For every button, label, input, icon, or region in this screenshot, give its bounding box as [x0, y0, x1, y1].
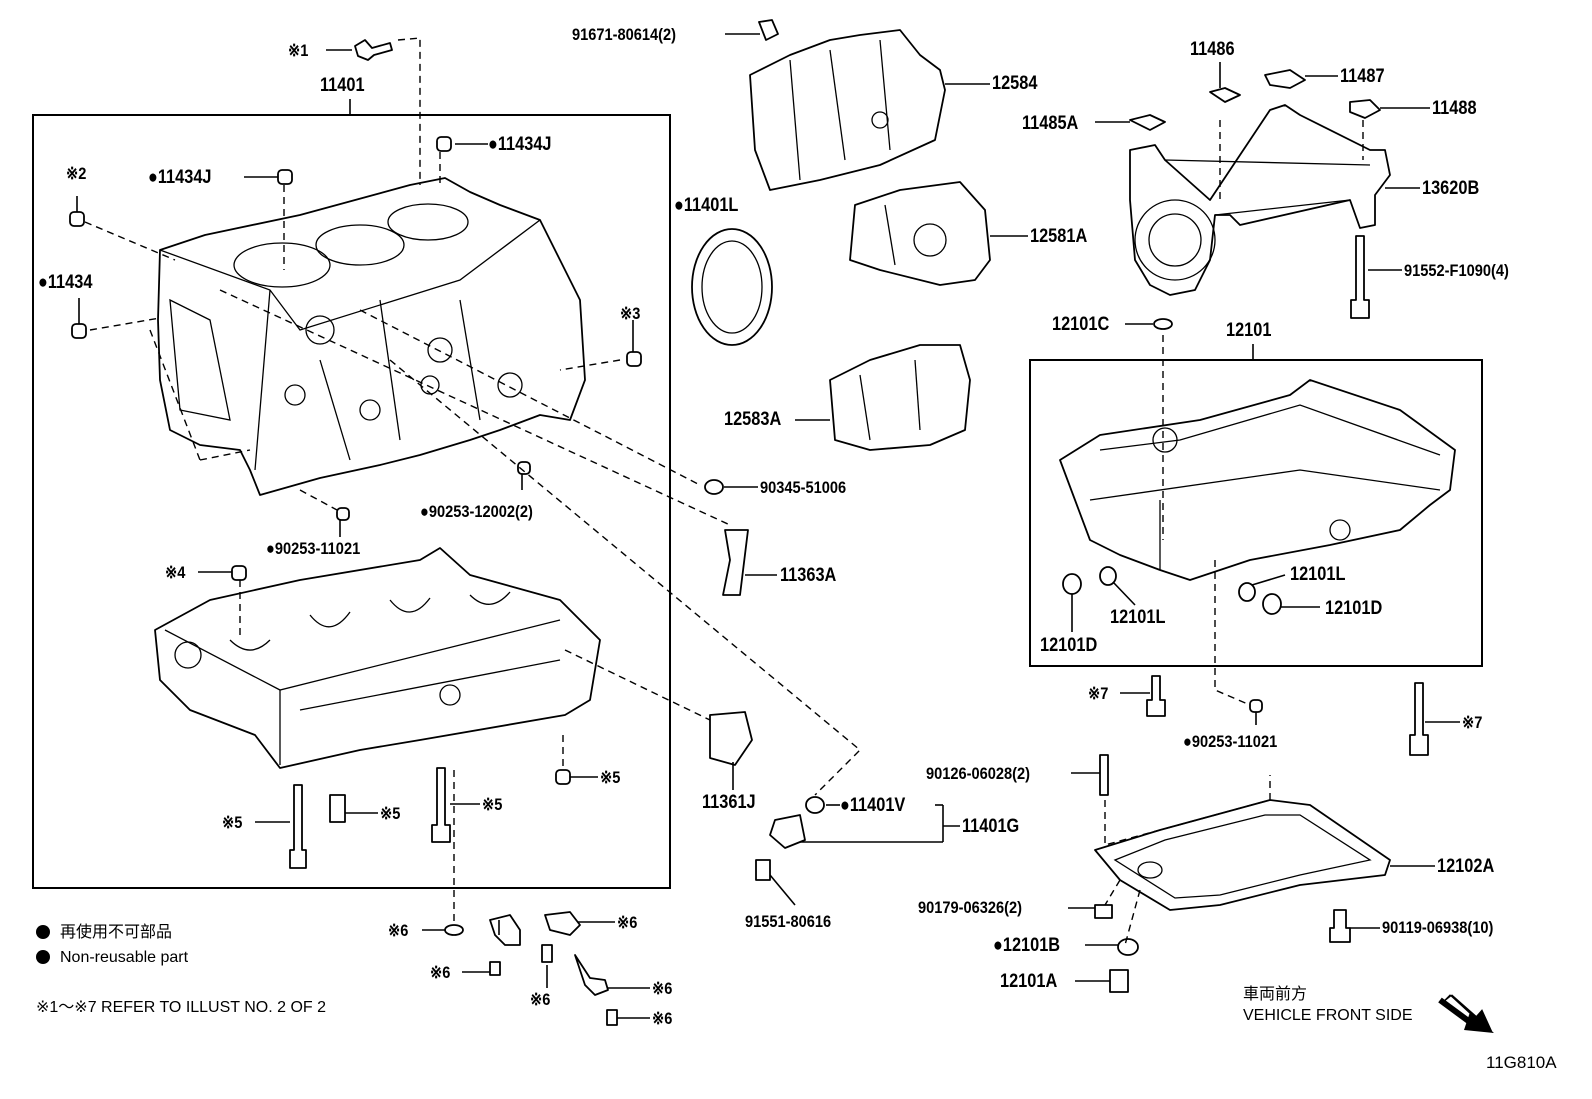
- label-11434j-a: ●11434J: [488, 134, 552, 155]
- label-12584: 12584: [992, 73, 1038, 94]
- ref-mark-1: ※1: [288, 41, 309, 60]
- direction-jp: 車両前方: [1243, 986, 1308, 1003]
- balance-shaft-assembly: [1129, 69, 1391, 296]
- label-11486: 11486: [1190, 39, 1235, 60]
- ref-mark-2: ※2: [66, 164, 87, 183]
- label-12102a: 12102A: [1437, 856, 1495, 877]
- label-90253-11021-a: ●90253-11021: [266, 539, 361, 558]
- legend-en: Non-reusable part: [36, 950, 188, 966]
- ref-mark-6a: ※6: [388, 921, 409, 940]
- label-90345-51006: 90345-51006: [760, 478, 847, 497]
- label-12101l-b: 12101L: [1110, 607, 1166, 628]
- vehicle-front-arrow: [1438, 994, 1494, 1033]
- label-11361j: 11361J: [702, 792, 756, 813]
- ref-mark-5a: ※5: [600, 768, 621, 787]
- label-12583a: 12583A: [724, 409, 782, 430]
- non-reusable-dot-icon: [36, 950, 50, 964]
- dowels: [69, 136, 642, 785]
- oil-pan-upper: [1059, 318, 1456, 713]
- label-91671-80614: 91671-80614(2): [572, 25, 677, 44]
- label-12581a: 12581A: [1030, 226, 1088, 247]
- cylinder-block-frame: [32, 114, 671, 889]
- label-12101b: ●12101B: [993, 935, 1061, 956]
- small-parts: [444, 479, 825, 1026]
- ref-mark-4: ※4: [165, 563, 186, 582]
- label-12101a: 12101A: [1000, 971, 1058, 992]
- ref-mark-7b: ※7: [1462, 713, 1483, 732]
- label-12101c: 12101C: [1052, 314, 1110, 335]
- crankcase: [154, 547, 601, 769]
- label-11488: 11488: [1432, 98, 1477, 119]
- label-11487: 11487: [1340, 66, 1385, 87]
- leader-lines: [76, 33, 1460, 1019]
- oil-seal: [691, 228, 773, 346]
- figure-id: 11G810A: [1486, 1053, 1557, 1072]
- oil-pan-lower: [1094, 799, 1391, 993]
- label-11485a: 11485A: [1022, 113, 1079, 134]
- ref-mark-7a: ※7: [1088, 684, 1109, 703]
- label-11401g: 11401G: [962, 816, 1020, 837]
- label-13620b: 13620B: [1422, 178, 1480, 199]
- label-12101d-a: 12101D: [1325, 598, 1383, 619]
- ref-mark-6b: ※6: [617, 913, 638, 932]
- label-12101d-b: 12101D: [1040, 635, 1098, 656]
- label-90119-06938: 90119-06938(10): [1382, 918, 1494, 937]
- label-11434j-b: ●11434J: [148, 167, 212, 188]
- label-90179-06326: 90179-06326(2): [918, 898, 1023, 917]
- ref-mark-6c: ※6: [430, 963, 451, 982]
- legend-jp: 再使用不可部品: [36, 925, 172, 941]
- legend-refer-note: ※1～※7 REFER TO ILLUST NO. 2 OF 2: [36, 999, 327, 1016]
- bolts: [289, 19, 1429, 943]
- label-90253-11021-b: ●90253-11021: [1183, 732, 1278, 751]
- ref-mark-6d: ※6: [530, 990, 551, 1009]
- label-11434: ●11434: [38, 272, 93, 293]
- label-12101l-a: 12101L: [1290, 564, 1346, 585]
- timing-chain-cover-parts: [749, 29, 991, 451]
- ref-mark-5d: ※5: [482, 795, 503, 814]
- label-90253-12002: ●90253-12002(2): [420, 502, 533, 521]
- label-11401l: ●11401L: [674, 195, 739, 216]
- label-11401v: ●11401V: [840, 795, 906, 816]
- ref-mark-3: ※3: [620, 304, 641, 323]
- ref-mark-6f: ※6: [652, 1009, 673, 1028]
- ref-mark-6e: ※6: [652, 979, 673, 998]
- guide-lines: [84, 37, 1364, 946]
- non-reusable-dot-icon: [36, 925, 50, 939]
- ref-mark-5b: ※5: [222, 813, 243, 832]
- label-91552-f1090: 91552-F1090(4): [1404, 261, 1509, 280]
- oil-pan-frame: [1029, 359, 1483, 667]
- label-91551-80616: 91551-80616: [745, 912, 832, 931]
- direction-en: VEHICLE FRONT SIDE: [1243, 1007, 1413, 1024]
- ref-mark-5c: ※5: [380, 804, 401, 823]
- label-11401: 11401: [320, 75, 365, 96]
- label-12101: 12101: [1226, 320, 1272, 341]
- cylinder-block: [157, 177, 586, 496]
- label-90126-06028: 90126-06028(2): [926, 764, 1031, 783]
- label-11363a: 11363A: [780, 565, 837, 586]
